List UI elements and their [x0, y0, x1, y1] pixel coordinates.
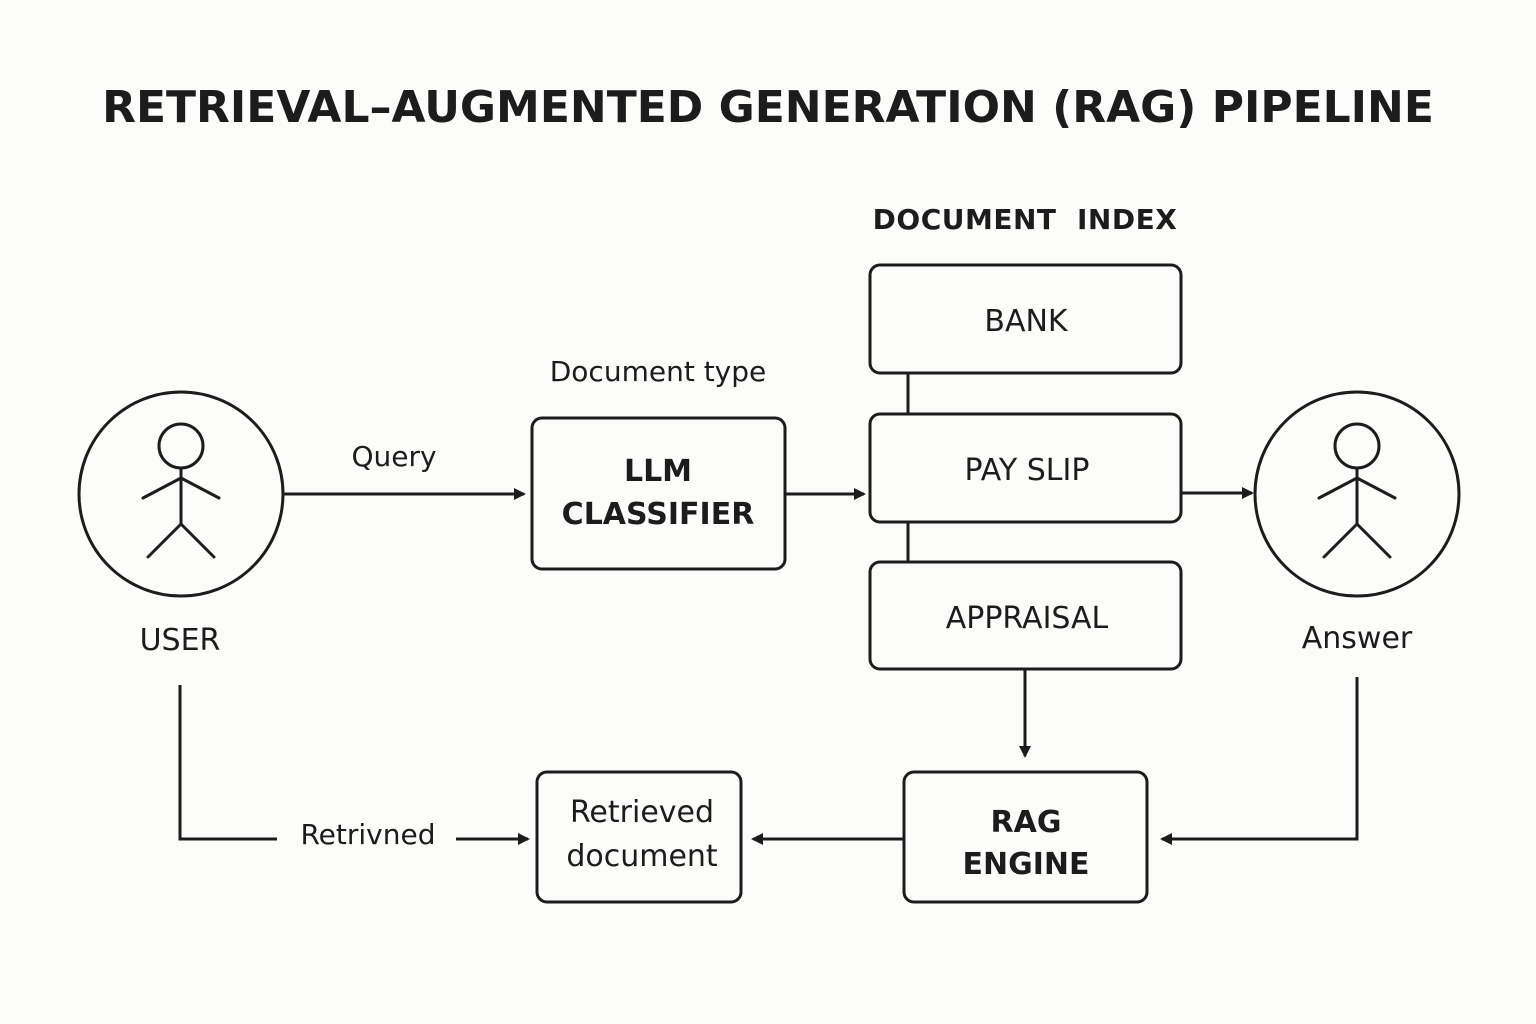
rag-engine-box	[902, 770, 1149, 904]
index-item-pay-slip-label: PAY SLIP	[965, 453, 1090, 488]
retrieved-document-box	[535, 770, 743, 904]
index-item-pay-slip-box	[868, 412, 1183, 524]
user-to-retrieved-edge: Retrivned	[178, 685, 530, 851]
rag-engine-line2: ENGINE	[963, 847, 1090, 882]
user-to-retrieved-line-left	[178, 685, 277, 841]
llm-classifier-box	[530, 416, 787, 571]
retrieved-edge-label: Retrivned	[300, 818, 435, 851]
answer-to-rag-engine-edge	[1160, 677, 1359, 845]
user-node: USER	[77, 390, 285, 658]
document-type-caption: Document type	[550, 355, 767, 388]
user-person-icon	[141, 422, 221, 559]
retrieved-document-line1: Retrieved	[570, 795, 714, 830]
index-item-appraisal-label: APPRAISAL	[946, 601, 1109, 636]
query-edge: Query	[284, 440, 526, 500]
query-label: Query	[351, 440, 436, 473]
index-item-appraisal-box	[868, 560, 1183, 671]
document-index-group: DOCUMENT INDEX BANK PAY SLIP APPRAISAL	[868, 203, 1183, 671]
llm-classifier-line1: LLM	[624, 454, 692, 489]
retrieved-document-node: Retrieved document	[535, 770, 743, 904]
user-circle	[77, 390, 285, 598]
rag-engine-node: RAG ENGINE	[902, 770, 1149, 904]
rag-engine-line1: RAG	[991, 805, 1062, 840]
index-item-bank-label: BANK	[984, 304, 1069, 339]
answer-node: Answer	[1253, 390, 1461, 656]
answer-label: Answer	[1302, 621, 1413, 656]
diagram-title: RETRIEVAL–AUGMENTED GENERATION (RAG) PIP…	[102, 82, 1434, 133]
user-label: USER	[140, 623, 221, 658]
answer-circle	[1253, 390, 1461, 598]
llm-classifier-node: Document type LLM CLASSIFIER	[530, 355, 787, 571]
llm-classifier-line2: CLASSIFIER	[562, 497, 755, 532]
document-index-heading: DOCUMENT INDEX	[873, 203, 1178, 236]
index-item-bank-box	[868, 263, 1183, 375]
answer-person-icon	[1317, 422, 1397, 559]
retrieved-document-line2: document	[566, 839, 718, 874]
